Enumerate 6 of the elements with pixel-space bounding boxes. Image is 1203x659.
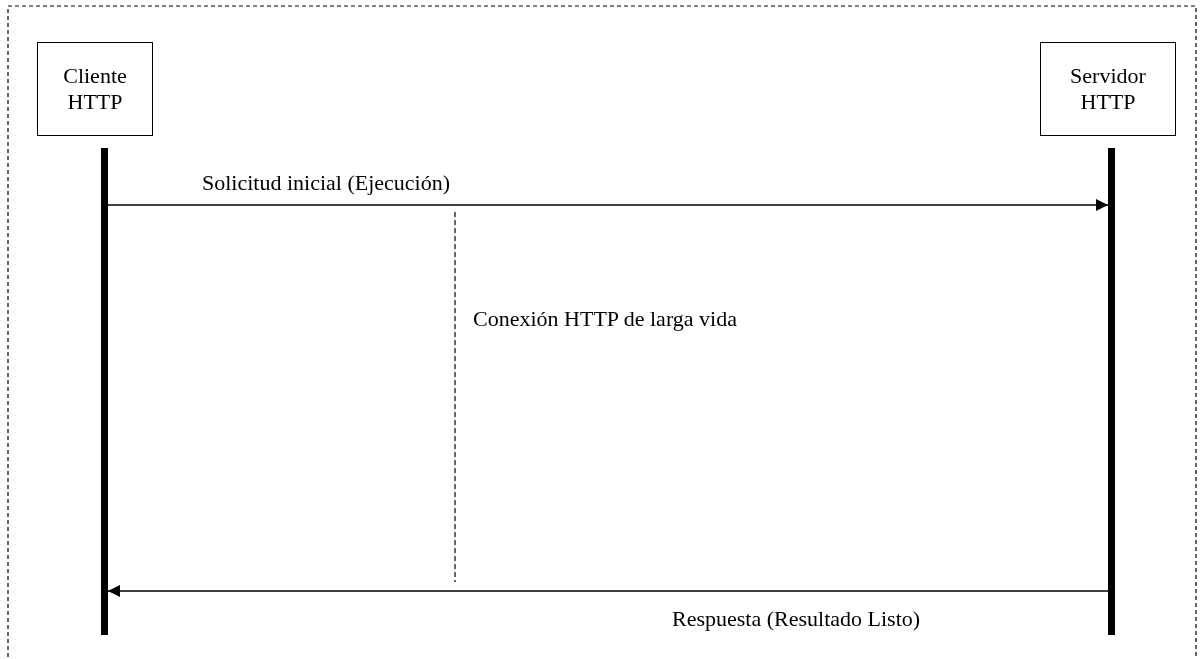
actor-box: Cliente HTTP bbox=[37, 42, 153, 136]
arrow bbox=[107, 585, 1109, 597]
lifeline-bar bbox=[1108, 148, 1115, 635]
actor-box: Servidor HTTP bbox=[1040, 42, 1176, 136]
lifeline-bar bbox=[101, 148, 108, 635]
arrow bbox=[107, 199, 1109, 211]
